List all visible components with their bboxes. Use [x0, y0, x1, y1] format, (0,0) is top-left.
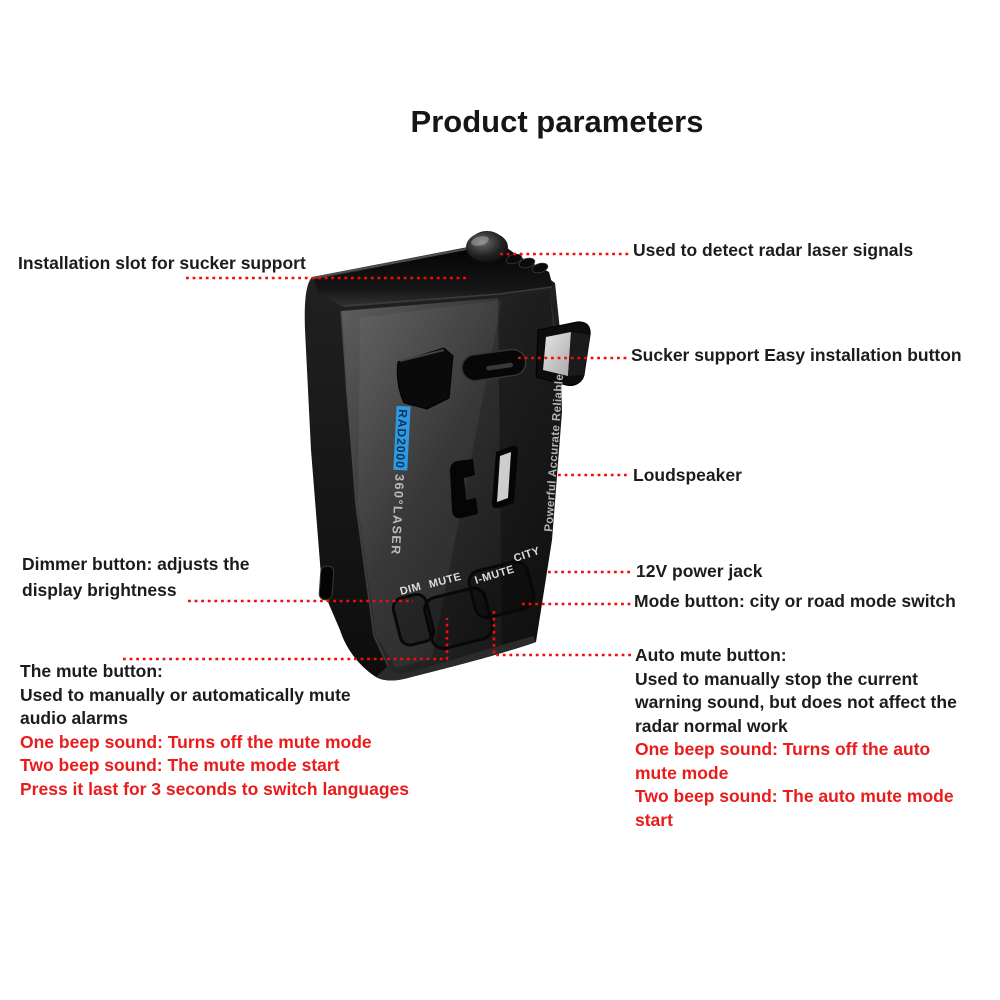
- display-window-left: [450, 459, 478, 519]
- sucker-bracket-left: [396, 347, 454, 410]
- automute-red3: Two beep sound: The auto mute mode: [635, 786, 954, 806]
- left-button: [391, 592, 436, 647]
- button-panel: [391, 560, 536, 650]
- callout-line-auto-mute: [492, 611, 631, 657]
- label-installation-slot: Installation slot for sucker support: [18, 253, 306, 273]
- face-edge-highlight: [340, 310, 389, 667]
- face-sheen: [358, 300, 502, 668]
- brand-blue-background: [393, 405, 411, 471]
- device-front-face: [341, 291, 559, 674]
- mute-red2: Two beep sound: The mute mode start: [20, 755, 340, 775]
- automute-desc2: warning sound, but does not affect the: [635, 692, 957, 712]
- mute-desc2: audio alarms: [20, 708, 128, 728]
- label-dimmer-line2: display brightness: [22, 580, 177, 600]
- automute-red1: One beep sound: Turns off the auto: [635, 739, 931, 759]
- brand-text: RAD2000 360°LASER: [388, 405, 411, 556]
- callout-lines: [123, 252, 631, 661]
- label-sucker-button: Sucker support Easy installation button: [631, 345, 962, 365]
- side-dimmer-slot: [318, 565, 335, 601]
- label-detect-signals: Used to detect radar laser signals: [633, 240, 914, 260]
- imute-city-buttons: [467, 560, 536, 620]
- left-bracket-highlight: [399, 349, 445, 362]
- display-digit-highlight: [497, 452, 511, 502]
- label-dimmer-line1: Dimmer button: adjusts the: [22, 554, 250, 574]
- button-label-dim: DIM: [399, 581, 423, 598]
- sucker-pad: [543, 332, 571, 376]
- automute-red4: start: [635, 809, 673, 830]
- label-mode-button: Mode button: city or road mode switch: [634, 591, 956, 611]
- label-loudspeaker: Loudspeaker: [633, 465, 742, 485]
- radar-detector-device: RAD2000 360°LASER Powerful Accurate Reli…: [304, 231, 591, 681]
- mute-red3: Press it last for 3 seconds to switch la…: [20, 778, 410, 799]
- dome-lens: [466, 232, 508, 262]
- mute-desc1: Used to manually or automatically mute: [20, 684, 351, 705]
- sucker-release-button: [461, 348, 527, 382]
- mute-red1: One beep sound: Turns off the mute mode: [20, 731, 372, 752]
- automute-red2: mute mode: [635, 762, 729, 783]
- mute-title: The mute button:: [20, 661, 163, 681]
- installation-slot: [343, 286, 553, 307]
- label-power-jack: 12V power jack: [636, 561, 763, 581]
- sucker-bracket-fold: [568, 332, 590, 376]
- dome-lens-highlight: [471, 236, 489, 246]
- automute-desc3: radar normal work: [635, 715, 788, 736]
- automute-title: Auto mute button:: [635, 645, 787, 665]
- label-auto-mute-block: Auto mute button: Used to manually stop …: [635, 644, 957, 832]
- brand-name-text: RAD2000: [393, 409, 410, 469]
- callout-line-mute-button: [123, 618, 449, 661]
- top-ridge-buttons: [505, 253, 549, 274]
- label-mute-button-block: The mute button: Used to manually or aut…: [20, 660, 409, 801]
- automute-desc1: Used to manually stop the current: [635, 668, 918, 689]
- page-title: Product parameters: [410, 104, 704, 139]
- device-top-rim-highlight: [312, 248, 467, 279]
- device-bottom-band: [376, 636, 536, 681]
- label-dimmer-button: Dimmer button: adjusts the display brigh…: [22, 551, 250, 603]
- brand-suffix-text: 360°LASER: [388, 474, 406, 556]
